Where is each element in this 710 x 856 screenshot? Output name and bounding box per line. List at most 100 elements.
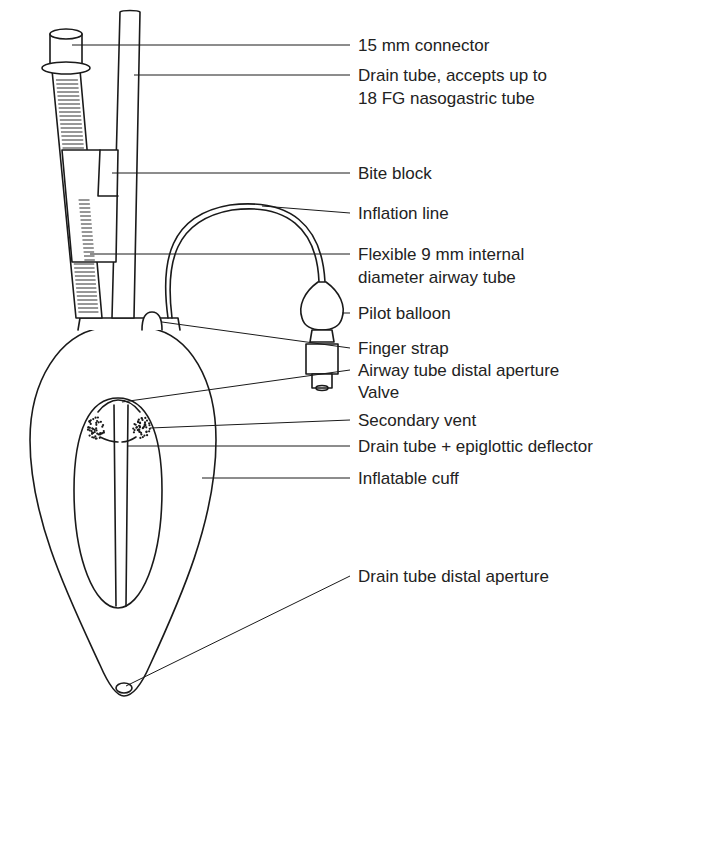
vent-dot [87,429,89,431]
hatch-stroke [77,296,97,297]
vent-dot [142,427,144,429]
vent-dot [91,430,93,432]
vent-dot [141,417,143,419]
vent-dot [146,434,148,436]
vent-dot [99,437,101,439]
vent-dot [93,437,95,439]
hatch-stroke [74,264,94,265]
vent-dot [146,420,148,422]
cuff-neck [78,318,180,330]
vent-dot [148,430,150,432]
epiglottic-deflector [100,437,136,442]
vent-dot [97,416,99,418]
hatch-stroke [84,252,95,253]
hatch-stroke [58,104,80,105]
hatch-stroke [76,292,96,293]
vent-dot [140,432,142,434]
vent-dot [144,421,146,423]
leader-line [342,313,350,314]
hatch-stroke [57,92,79,93]
hatch-stroke [56,84,78,85]
vent-dot [92,428,94,430]
vent-dot [138,425,140,427]
vent-dot [95,429,97,431]
secondary-vent [87,416,151,439]
vent-dot [143,425,145,427]
vent-dot [139,425,141,427]
hatch-stroke [74,268,94,269]
part-label: Bite block [358,162,432,185]
valve [316,386,328,391]
inflatable-cuff [30,328,216,696]
vent-dot [91,427,93,429]
hatch-stroke [81,224,92,225]
vent-dot [94,431,96,433]
hatch-stroke [76,288,96,289]
leader-line [262,206,350,213]
vent-dot [139,437,141,439]
hatch-stroke [78,304,98,305]
leader-line [90,254,350,255]
vent-dot [91,433,93,435]
vent-dot [90,419,92,421]
vent-dot [99,433,101,435]
hatch-stroke [61,132,83,133]
hatch-stroke [84,256,95,257]
hatch-stroke [63,148,84,149]
vent-dot [135,427,137,429]
hatch-stroke [77,300,97,301]
hatch-stroke [57,88,79,89]
vent-dot [95,437,97,439]
vent-dot [145,431,147,433]
vent-dot [98,421,100,423]
hatch-stroke [75,280,95,281]
leader-line [126,576,350,686]
leader-line [112,173,350,174]
hatch-stroke [80,216,91,217]
finger-strap [142,312,162,330]
vent-dot [135,424,137,426]
hatch-stroke [58,96,80,97]
connector-flange [42,62,90,74]
hatch-stroke [61,136,82,137]
cuff-bowl [74,398,162,608]
vent-dot [141,419,143,421]
hatch-stroke [79,204,90,205]
part-label: Drain tube + epiglottic deflector [358,435,593,458]
hatch-stroke [62,140,83,141]
hatch-stroke [75,272,95,273]
part-label: Airway tube distal aperture [358,359,559,382]
part-label: Finger strap [358,337,449,360]
vent-dot [148,422,150,424]
hatch-stroke [60,124,82,125]
hatch-stroke [82,236,93,237]
hatch-stroke [82,232,93,233]
hatch-stroke [82,240,93,241]
vent-dot [95,427,97,429]
vent-dot [136,426,138,428]
vent-dot [102,424,104,426]
leader-line [72,45,350,46]
connector [50,29,82,39]
hatch-stroke [83,244,94,245]
vent-dot [94,417,96,419]
leader-line [162,322,350,348]
part-label: Valve [358,381,399,404]
vent-dot [89,434,91,436]
valve [306,344,338,374]
vent-dot [139,421,141,423]
hatch-stroke [79,200,90,201]
hatch-stroke [84,260,94,261]
hatch-stroke [62,144,83,145]
hatch-stroke [81,228,92,229]
leader-line [122,370,350,402]
drain-tube-in-bowl [126,405,128,606]
vent-dot [144,423,146,425]
hatch-stroke [83,248,94,249]
hatch-stroke [79,208,90,209]
inflation-line [170,209,319,318]
hatch-stroke [59,112,81,113]
vent-dot [145,430,147,432]
part-label: Secondary vent [358,409,476,432]
